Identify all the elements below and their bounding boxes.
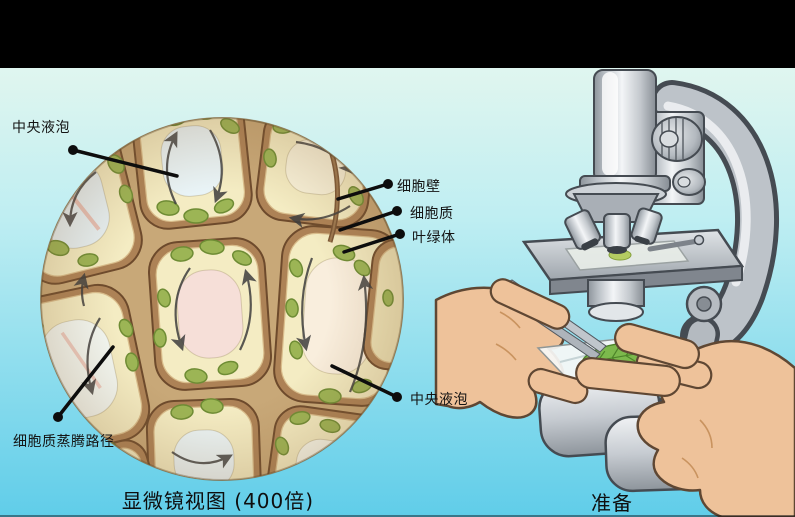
top-letterbox-bar [0,0,795,68]
bottom-edge-line [0,515,795,517]
label-central-vacuole-top: 中央液泡 [12,120,70,136]
leader-lines [56,148,402,419]
right-index-finger [614,322,700,370]
mirror [588,302,644,322]
left-index-finger [489,278,571,330]
label-chloroplast: 叶绿体 [412,230,456,246]
inclination-joint [685,285,723,323]
label-cytoplasm: 细胞质 [410,206,454,222]
substage-condenser [587,279,645,307]
stage-clip [647,238,701,252]
micro-view-circle [40,117,404,481]
fine-focus-knob [672,168,706,196]
coarse-focus-knob [651,116,703,162]
objective-lenses [564,207,663,254]
label-cytoplasmic-streaming-path: 细胞质蒸腾路径 [13,434,115,450]
label-cell-wall: 细胞壁 [397,179,441,195]
label-central-vacuole-bottom: 中央液泡 [410,392,468,408]
caption-micro-view: 显微镜视图 (400倍) [121,489,315,513]
cell [350,118,403,175]
leader-dots [53,145,405,422]
plant-cells [41,118,403,480]
caption-preparation: 准备 [591,491,633,515]
right-thumb [575,357,681,397]
hands-preparing-slide [434,278,795,517]
left-fingertip [527,367,589,405]
